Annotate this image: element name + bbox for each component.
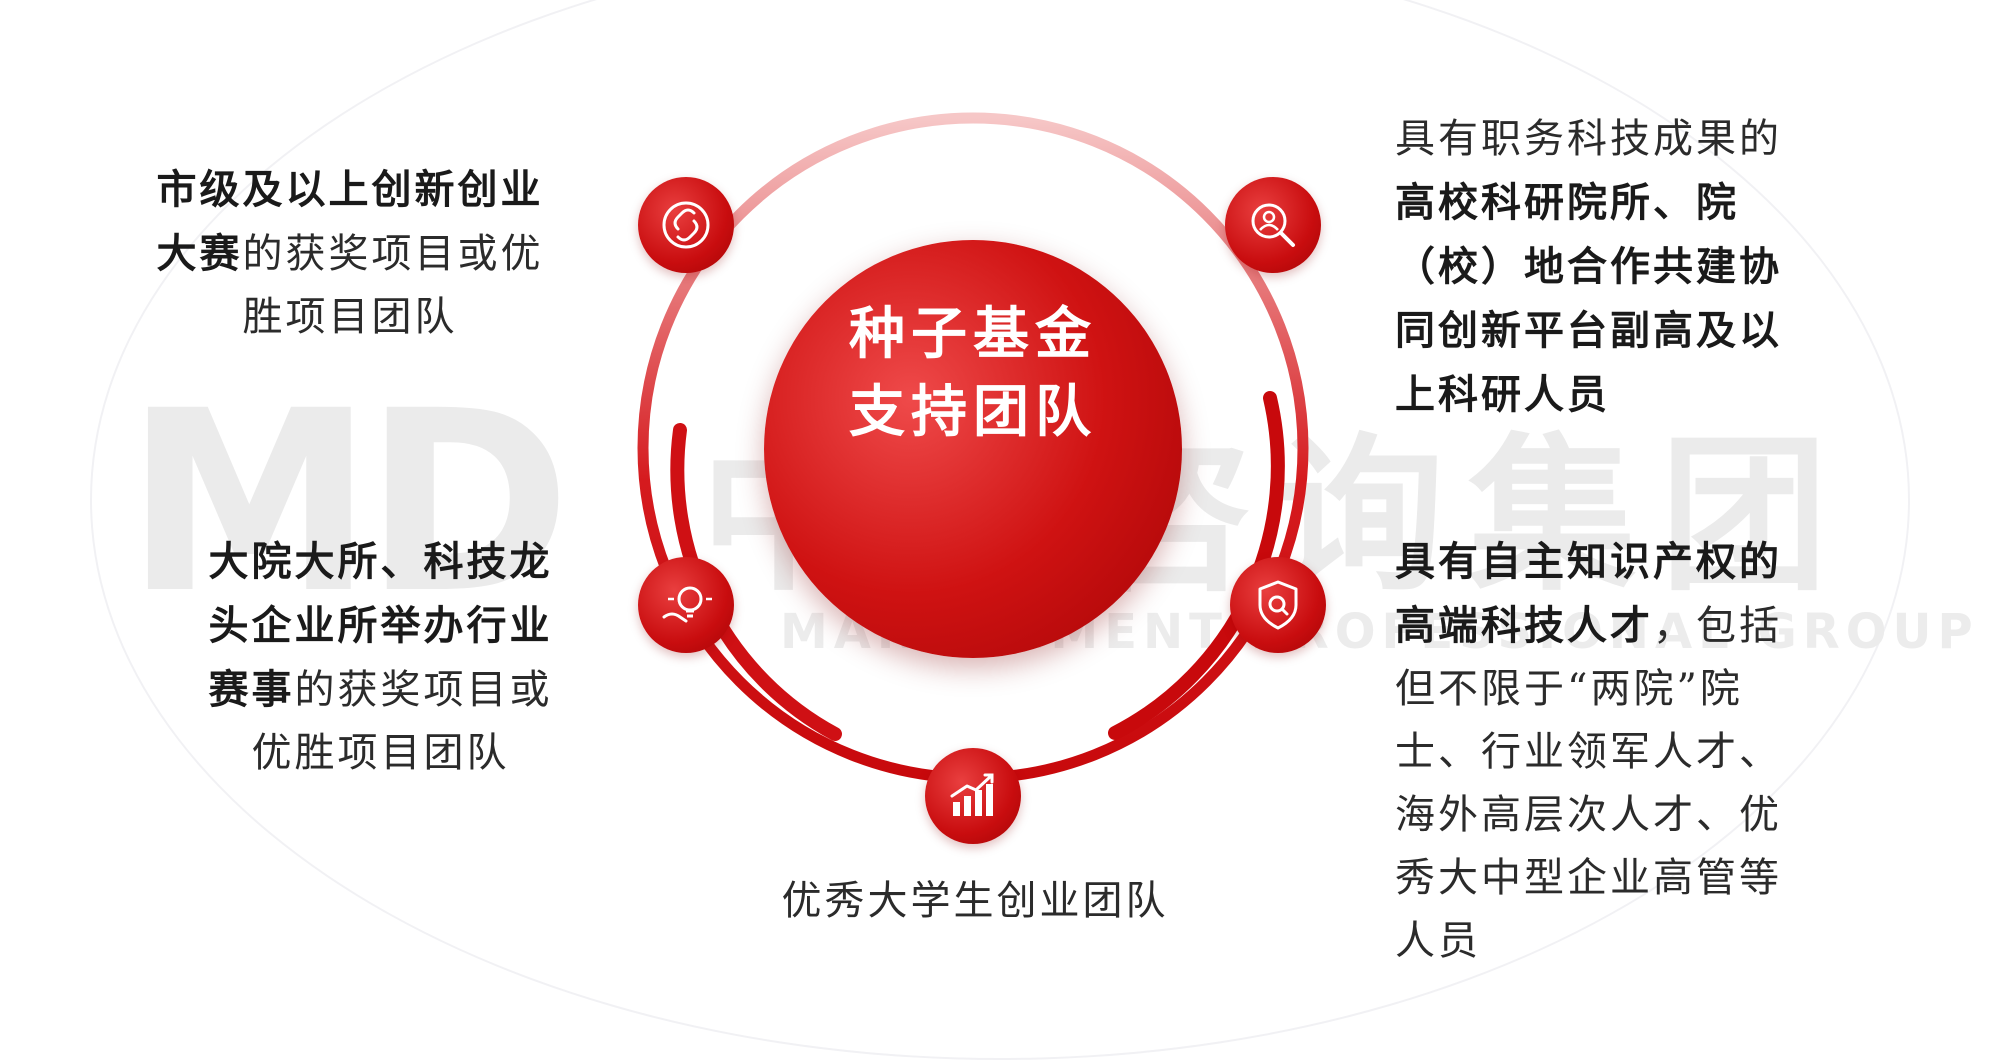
text-top-left-normal: 的获奖项目或优胜项目团队	[242, 231, 544, 340]
text-top-right-bold: 高校科研院所、院（校）地合作共建协同创新平台副高及以上科研人员	[1395, 179, 1782, 418]
center-label: 种子基金支持团队	[849, 301, 1097, 445]
search-person-icon	[1251, 203, 1295, 247]
center-circle	[764, 240, 1182, 658]
watermark-logo: MD	[125, 357, 571, 648]
node-bottom	[925, 748, 1021, 844]
node-top-right	[1225, 177, 1321, 273]
node-top-left	[638, 177, 734, 273]
text-middle-right-normal: ，包括但不限于“两院”院士、行业领军人才、海外高层次人才、优秀大中型企业高管等人…	[1395, 603, 1782, 964]
text-middle-left: 大院大所、科技龙头企业所举办行业赛事的获奖项目或优胜项目团队	[198, 530, 563, 785]
text-bottom-normal: 优秀大学生创业团队	[781, 878, 1169, 924]
node-middle-right	[1230, 557, 1326, 653]
link-icon	[662, 201, 710, 249]
text-top-left: 市级及以上创新创业大赛的获奖项目或优胜项目团队	[140, 158, 560, 349]
shield-search-icon	[1258, 580, 1298, 630]
text-top-right-normal: 具有职务科技成果的	[1395, 116, 1782, 162]
text-middle-right: 具有自主知识产权的高端科技人才，包括但不限于“两院”院士、行业领军人才、海外高层…	[1395, 530, 1810, 973]
text-top-right: 具有职务科技成果的高校科研院所、院（校）地合作共建协同创新平台副高及以上科研人员	[1395, 108, 1810, 427]
text-bottom: 优秀大学生创业团队	[740, 870, 1210, 933]
text-middle-left-bold: 大院大所、科技龙头企业所举办行业赛事	[208, 538, 553, 713]
text-middle-right-bold: 具有自主知识产权的高端科技人才	[1395, 538, 1782, 649]
hand-lightbulb-icon	[662, 586, 712, 623]
text-middle-left-normal: 的获奖项目或优胜项目团队	[251, 667, 553, 776]
text-top-left-bold: 市级及以上创新创业大赛	[156, 166, 544, 277]
node-middle-left	[638, 557, 734, 653]
bar-chart-growth-icon	[950, 773, 994, 816]
